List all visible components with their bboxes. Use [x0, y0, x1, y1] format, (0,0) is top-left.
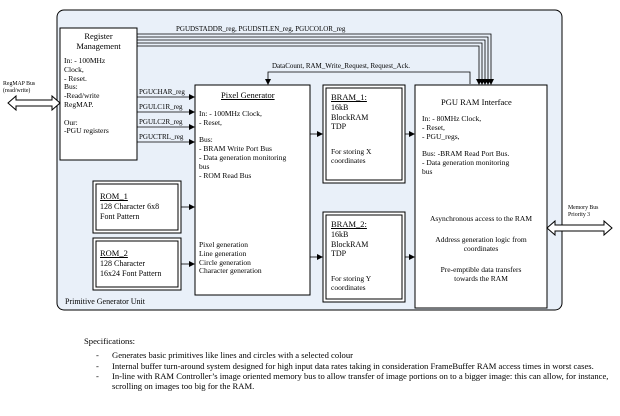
specifications-section: Specifications: - Generates basic primit… [84, 336, 614, 391]
top-bus-label: PGUDSTADDR_reg, PGUDSTLEN_reg, PGUCOLOR_… [176, 25, 346, 33]
reg-line-label-4: PGUCTRL_reg [139, 133, 184, 141]
bullet-dash: - [96, 350, 99, 361]
pixel-generator-box [194, 84, 311, 296]
pixel-generator-details: In: - 100MHz Clock, - Reset, Bus: - BRAM… [199, 109, 287, 180]
feedback-label: DataCount, RAM_Write_Request, Request_Ac… [272, 62, 410, 70]
bram1-box-inner [325, 87, 403, 181]
bullet-dash: - [96, 370, 99, 381]
bullet-dash: - [96, 360, 99, 371]
specifications-heading: Specifications: [84, 336, 136, 346]
pgu-ram-interface-box [414, 84, 548, 309]
pixel-generator-functions: Pixel generation Line generation Circle … [199, 240, 262, 276]
bram2-box-inner [325, 214, 403, 300]
bram2-title: BRAM_2: [331, 219, 367, 229]
top-register-bus-lines [137, 33, 494, 85]
reg-line-label-1: PGUCHAR_reg [139, 88, 185, 96]
rom1-details: 128 Character 6x8 Font Pattern [100, 202, 160, 221]
bram2-note: For storing Y coordinates [331, 274, 372, 292]
register-management-title: Register Management [76, 31, 121, 51]
rom2-details: 128 Character 16x24 Font Pattern [100, 259, 162, 278]
rom1-box-outer [92, 180, 182, 234]
spec-item-text: In-line with RAM Controller’s image orie… [112, 370, 609, 392]
rom1-box-inner [95, 183, 179, 231]
block-diagram: RegMAP Bus (read/write) Memory Bus Prior… [3, 9, 613, 311]
bram2-details: 16kB BlockRAM TDP [331, 230, 369, 258]
register-lines [137, 94, 195, 145]
bram-write-lines [310, 131, 323, 260]
diagram-canvas [7, 9, 613, 311]
spec-item-text: Internal buffer turn-around system desig… [112, 360, 594, 371]
rom1-title: ROM_1 [100, 191, 128, 201]
pgu-ram-details: In: - 80MHz Clock, - Reset, - PGU_regs, … [422, 114, 510, 176]
bram1-note: For storing X coordinates [331, 147, 372, 165]
register-management-details: In: - 100MHz Clock, - Reset. Bus: -Read/… [64, 56, 109, 136]
spec-item: - Generates basic primitives like lines … [84, 350, 614, 360]
bram1-title: BRAM_1: [331, 92, 367, 102]
pgu-ram-feature-2: Address generation logic from coordinate… [435, 235, 527, 253]
register-management-box [59, 27, 138, 161]
feedback-signal-line [265, 71, 471, 85]
reg-line-label-2: PGULC1R_reg [139, 103, 183, 111]
bram2-box-outer [322, 211, 406, 303]
primitive-generator-unit-label: Primitive Generator Unit [65, 297, 145, 306]
spec-item: - Internal buffer turn-around system des… [84, 361, 614, 371]
bram1-details: 16kB BlockRAM TDP [331, 103, 369, 131]
spec-item: - In-line with RAM Controller’s image or… [84, 371, 614, 392]
pgu-ram-feature-1: Asynchronous access to the RAM [429, 214, 533, 223]
pgu-ram-feature-3: Pre-emptible data transfers towards the … [440, 265, 522, 283]
pixel-generator-title: Pixel Generator [221, 90, 275, 100]
regmap-bus-arrow [7, 94, 61, 112]
memory-bus-label: Memory Bus Priority 3 [568, 205, 599, 218]
memory-bus-arrow [546, 219, 613, 237]
regmap-bus-label: RegMAP Bus (read/write) [3, 81, 36, 94]
pgu-ram-title: PGU RAM Interface [441, 97, 512, 107]
bram1-box-outer [322, 84, 406, 184]
spec-item-text: Generates basic primitives like lines an… [112, 350, 354, 361]
reg-line-label-3: PGULC2R_reg [139, 118, 183, 126]
bram-read-lines [405, 131, 415, 260]
rom-read-lines [181, 204, 195, 267]
rom2-title: ROM_2 [100, 248, 128, 258]
rom2-box-inner [95, 240, 179, 288]
